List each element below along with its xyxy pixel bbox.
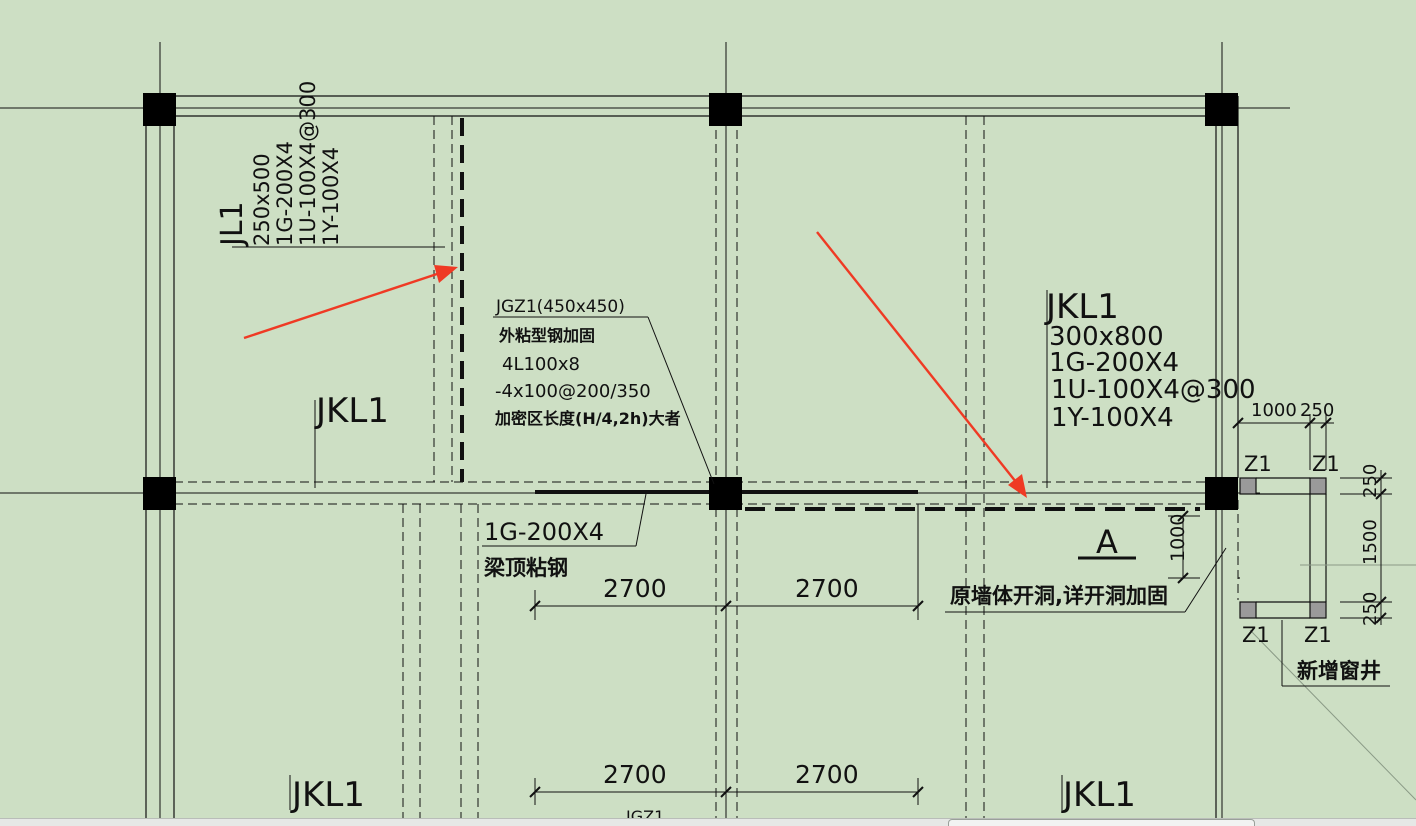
jgz1-line4: 加密区长度(H/4,2h)大者	[494, 409, 681, 428]
status-bar	[0, 818, 1416, 826]
jl1-g: 1G-200X4	[273, 141, 297, 246]
red-arrow-shaft	[243, 271, 441, 340]
dimension-lines	[529, 414, 1392, 805]
jgz1-line1: 外粘型钢加固	[498, 326, 595, 345]
jgz1-line3: -4x100@200/350	[495, 381, 651, 402]
leader-line	[635, 493, 647, 547]
jl1-title: JL1	[215, 201, 250, 248]
dim-tick	[1375, 596, 1387, 608]
dim-tick	[1177, 572, 1189, 584]
section-a-label: A	[1096, 523, 1118, 561]
dim-tick	[1375, 472, 1387, 484]
column-block	[1205, 477, 1238, 510]
dim-window-h2: 1500	[1360, 519, 1381, 565]
dim-span4: 2700	[795, 760, 859, 789]
jkl1-right-g: 1G-200X4	[1049, 348, 1179, 378]
jkl1-right-title: JKL1	[1044, 287, 1119, 327]
dim-tick	[1375, 612, 1387, 624]
opening-note: 原墙体开洞,详开洞加固	[950, 584, 1168, 608]
bottom-tab[interactable]	[948, 819, 1255, 826]
dim-span2: 2700	[795, 574, 859, 603]
dim-tick	[720, 786, 732, 798]
red-arrow-head	[434, 265, 458, 283]
jkl1-mid-label: JKL1	[314, 391, 389, 431]
window-well-note: 新增窗井	[1297, 659, 1381, 683]
jkl1-bottom-left-label: JKL1	[290, 775, 365, 815]
column-block	[709, 93, 742, 126]
z1-label-top-right: Z1	[1312, 452, 1340, 476]
dim-tick	[529, 786, 541, 798]
column-block	[1205, 93, 1238, 126]
dim-tick	[1375, 488, 1387, 500]
beam-top-g-label: 1G-200X4	[484, 518, 604, 546]
beam-edges	[145, 95, 1239, 820]
jkl1-right-y: 1Y-100X4	[1051, 403, 1174, 433]
column-block	[143, 477, 176, 510]
column-block	[143, 93, 176, 126]
hidden-beam-lines	[174, 116, 1239, 820]
z1-pad	[1309, 601, 1327, 619]
jkl1-right-size: 300x800	[1049, 322, 1164, 352]
jl1-size: 250x500	[250, 153, 274, 246]
grid-axes	[0, 42, 1290, 820]
z1-label-bottom-left: Z1	[1242, 623, 1270, 647]
jl1-u: 1U-100X4@300	[296, 81, 320, 246]
z1-label-top-left: Z1	[1244, 452, 1272, 476]
jgz1-callout: JGZ1(450x450) 外粘型钢加固 4L100x8 -4x100@200/…	[494, 297, 681, 428]
dim-span1: 2700	[603, 574, 667, 603]
red-arrow-head	[1008, 474, 1027, 498]
dim-tick	[912, 786, 924, 798]
jkl1-right-u: 1U-100X4@300	[1051, 375, 1256, 405]
beam-top-note: 梁顶粘钢	[483, 556, 568, 580]
dim-tick	[1320, 417, 1332, 429]
leader-line	[1184, 547, 1227, 613]
z1-pad	[1239, 601, 1257, 619]
dim-tick	[1232, 417, 1244, 429]
dim-window-w1: 1000	[1251, 400, 1297, 421]
jl1-y: 1Y-100X4	[319, 147, 343, 246]
red-arrows	[243, 231, 1027, 498]
diagonal-leader	[1249, 629, 1416, 801]
z1-pad	[1309, 477, 1327, 495]
leader-lines	[232, 246, 1390, 810]
dim-tick	[1304, 417, 1316, 429]
jkl1-bottom-right-label: JKL1	[1061, 775, 1136, 815]
dim-span3: 2700	[603, 760, 667, 789]
dim-opening-height: 1000	[1167, 514, 1189, 562]
reinforcement-dashed	[460, 118, 1200, 511]
z1-pad	[1239, 477, 1257, 495]
dim-window-w2: 250	[1300, 400, 1334, 421]
jkl1-right-callout: JKL1 300x800 1G-200X4 1U-100X4@300 1Y-10…	[1044, 287, 1256, 433]
dim-tick	[720, 600, 732, 612]
column-block	[709, 477, 742, 510]
z1-label-bottom-right: Z1	[1304, 623, 1332, 647]
dim-tick	[1177, 510, 1189, 522]
jl1-label-group: JL1 250x500 1G-200X4 1U-100X4@300 1Y-100…	[215, 81, 343, 248]
dim-tick	[529, 600, 541, 612]
red-arrow-shaft	[816, 231, 1017, 483]
dim-tick	[912, 600, 924, 612]
jgz1-line2: 4L100x8	[502, 354, 580, 375]
dim-window-h1: 250	[1360, 464, 1381, 498]
columns	[143, 93, 1238, 510]
window-well	[1238, 477, 1416, 801]
jgz1-title: JGZ1(450x450)	[495, 297, 625, 317]
leader-line	[647, 316, 715, 485]
dim-window-h3: 250	[1360, 592, 1381, 626]
